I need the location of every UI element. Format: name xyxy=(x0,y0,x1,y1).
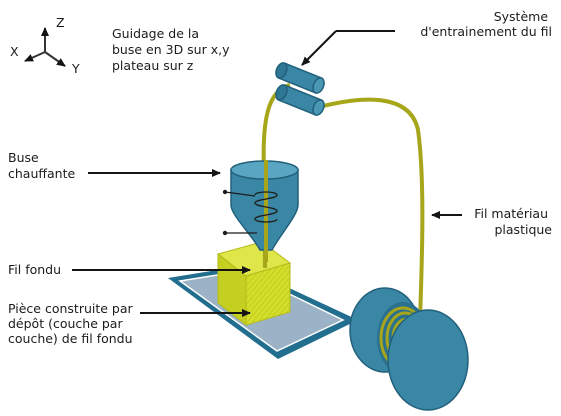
printed-part xyxy=(216,241,292,327)
x-axis-label: X xyxy=(10,44,19,59)
fil-fondu-label: Fil fondu xyxy=(8,262,61,277)
piece-label: Pièce construite par dépôt (couche par c… xyxy=(8,301,137,346)
drive-rollers xyxy=(275,62,325,116)
heated-nozzle xyxy=(222,160,299,262)
buse-label: Buse chauffante xyxy=(8,150,75,181)
systeme-arrow xyxy=(301,30,337,66)
y-axis-label: Y xyxy=(71,61,80,76)
filament-spool xyxy=(349,287,469,411)
filament-to-spool xyxy=(307,97,425,321)
z-axis-label: Z xyxy=(56,15,65,30)
fil-materiau-label: Fil matériau plastique xyxy=(474,206,552,237)
heating-coil xyxy=(254,191,278,223)
guidage-label: Guidage de la buse en 3D sur x,y plateau… xyxy=(112,26,233,73)
systeme-label: Système d'entrainement du fil xyxy=(420,9,552,39)
axis-indicator: Z X Y xyxy=(10,15,80,76)
y-axis-arrow xyxy=(44,51,66,67)
x-axis-arrow xyxy=(24,51,46,62)
